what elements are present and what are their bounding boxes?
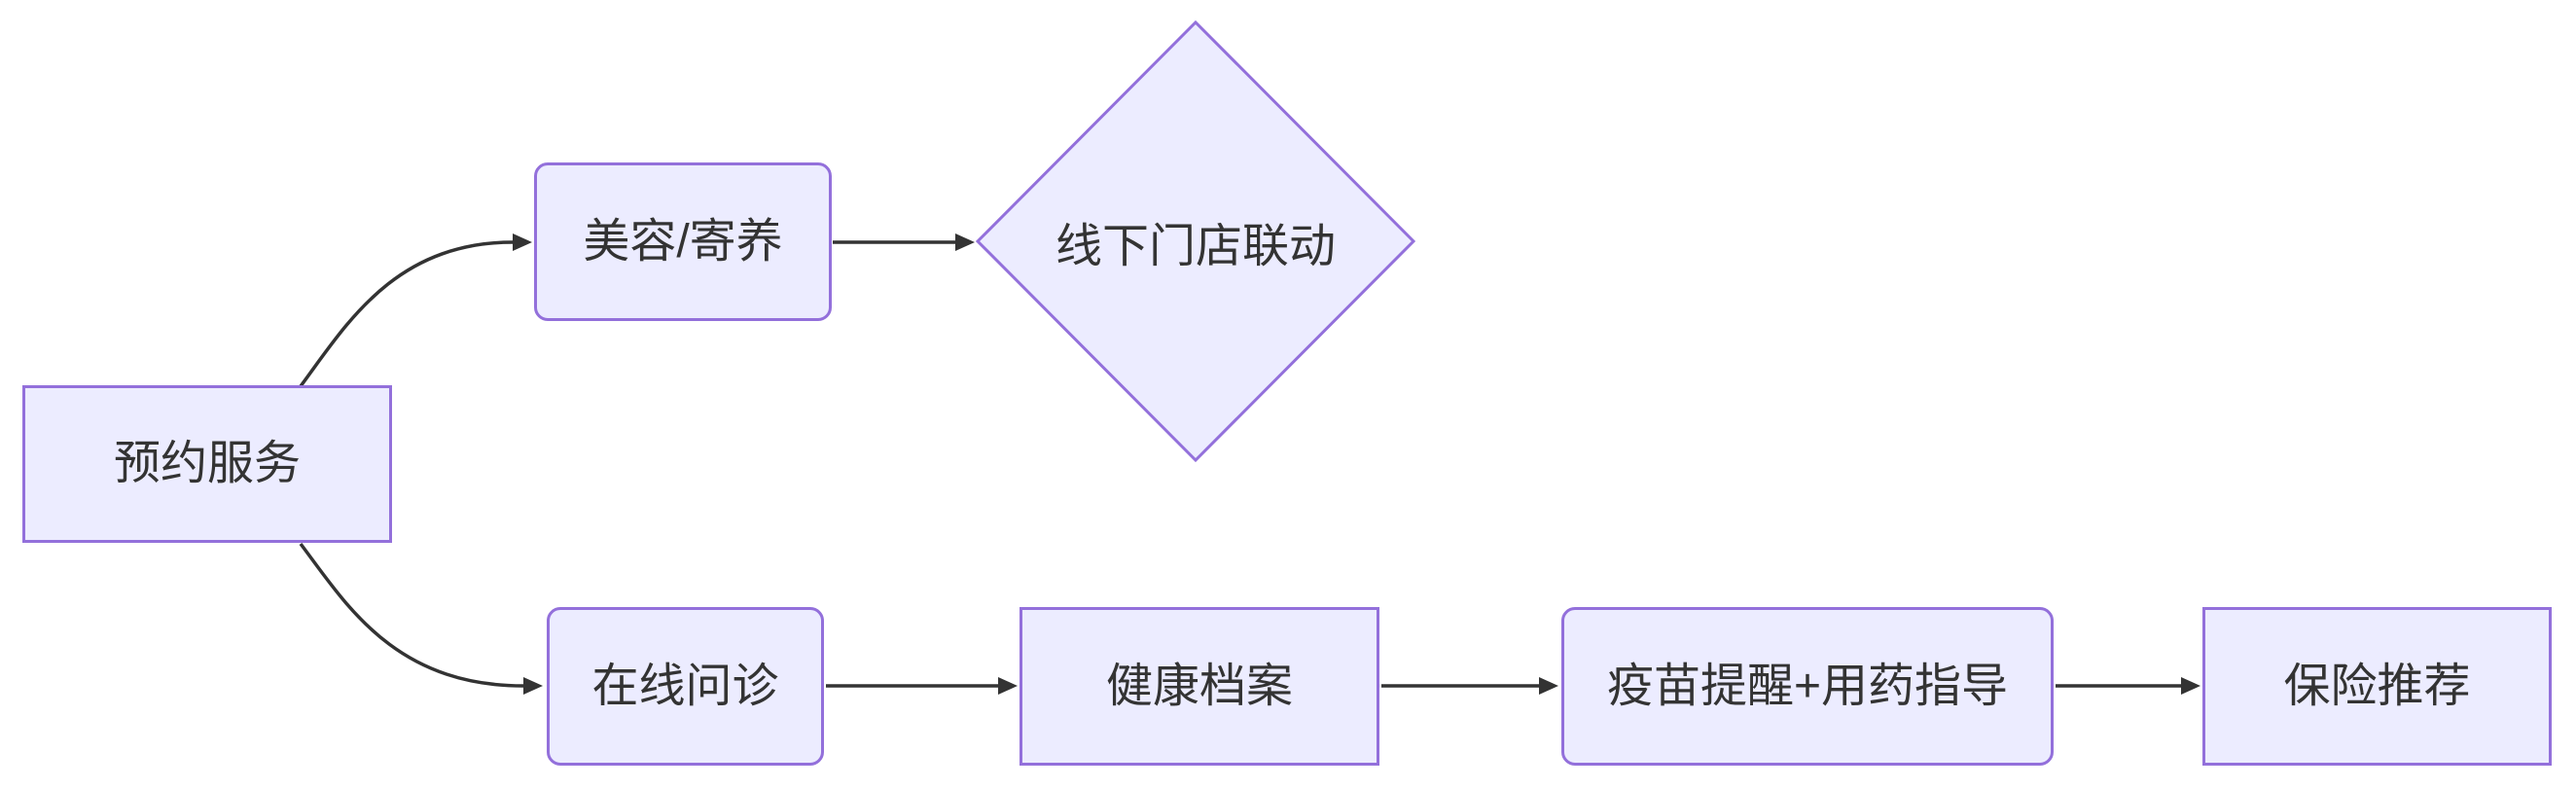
node-online-consultation: 在线问诊 — [547, 607, 824, 766]
node-vaccine-reminder-medication: 疫苗提醒+用药指导 — [1561, 607, 2054, 766]
node-grooming-boarding-label: 美容/寄养 — [583, 215, 783, 268]
node-booking-service-label: 预约服务 — [113, 438, 301, 489]
node-offline-store-linkage: 线下门店联动 — [1001, 202, 1390, 280]
node-booking-service: 预约服务 — [22, 385, 392, 543]
edge-booking-to-grooming — [299, 233, 532, 388]
node-health-records: 健康档案 — [1020, 607, 1379, 766]
node-offline-store-linkage-label: 线下门店联动 — [1055, 221, 1336, 272]
edge-booking-to-consult — [299, 542, 543, 695]
node-health-records-label: 健康档案 — [1105, 660, 1293, 712]
node-vaccine-reminder-medication-label: 疫苗提醒+用药指导 — [1606, 660, 2009, 712]
node-insurance-recommendation-label: 保险推荐 — [2283, 660, 2471, 712]
node-insurance-recommendation: 保险推荐 — [2202, 607, 2552, 766]
node-online-consultation-label: 在线问诊 — [591, 660, 779, 712]
node-grooming-boarding: 美容/寄养 — [534, 162, 832, 321]
decision-diamond-shape — [975, 19, 1416, 463]
